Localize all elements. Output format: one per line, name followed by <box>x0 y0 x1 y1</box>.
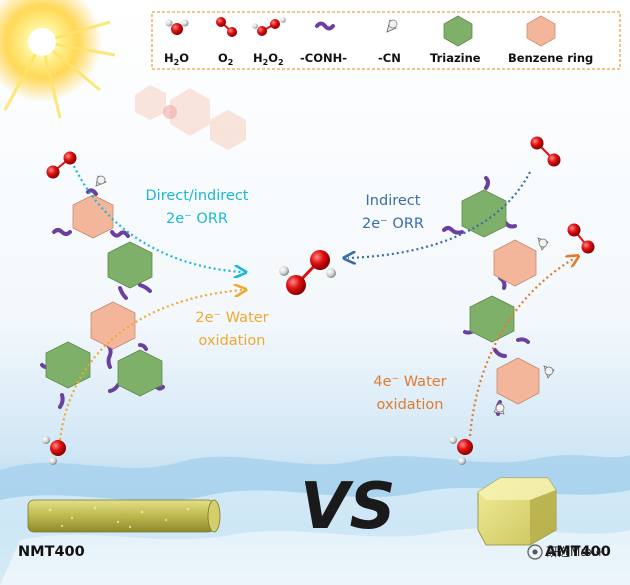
legend-label-o2: O2 <box>218 51 233 67</box>
h2o-molecule-right <box>449 436 473 465</box>
left-orr-label-line1: Direct/indirect <box>146 188 249 204</box>
vs-label: VS <box>300 470 396 544</box>
right-water-oxidation-line2: oxidation <box>377 397 444 413</box>
conh-linker-icon <box>315 21 335 31</box>
h2o2-molecule-center <box>279 250 336 295</box>
legend-label-cn: -CN <box>378 51 401 65</box>
right-orr-label-line2: 2e⁻ ORR <box>362 216 424 232</box>
legend-label-benzene: Benzene ring <box>508 51 593 65</box>
legend: H2O O2 H2O2 -CONH- -CN Triazine Benzene … <box>151 11 621 70</box>
watermark: 研选Max+ <box>527 544 605 560</box>
benzene-ring <box>90 301 136 350</box>
legend-label-h2o2: H2O2 <box>253 51 284 67</box>
triazine-icon <box>443 15 473 47</box>
watermark-text: 研选Max+ <box>546 545 605 559</box>
triazine-ring <box>461 189 507 238</box>
left-material-label: NMT400 <box>18 544 85 560</box>
benzene-ring <box>493 239 537 287</box>
left-water-oxidation-line2: oxidation <box>199 333 266 349</box>
arrow-right-orr <box>348 171 531 258</box>
o2-molecule-left <box>46 151 77 179</box>
watermark-logo-icon <box>527 544 543 560</box>
hydrogen-peroxide-icon <box>252 17 286 36</box>
o2-molecule-right-top <box>530 136 561 167</box>
legend-label-triazine: Triazine <box>430 51 481 65</box>
h2o-molecule-left <box>42 436 66 465</box>
benzene-ring <box>72 194 114 239</box>
arrow-right-water-oxidation <box>468 258 575 437</box>
triazine-ring <box>45 341 91 389</box>
cyano-group-icon <box>386 19 398 33</box>
right-orr-label-line1: Indirect <box>366 193 421 209</box>
arrow-left-orr <box>73 165 242 272</box>
right-material-label: AMT400 <box>545 544 611 560</box>
oxygen-molecule-icon <box>216 17 237 37</box>
triazine-ring <box>117 349 163 397</box>
right-water-oxidation-line1: 4e⁻ Water <box>373 374 446 390</box>
sun-icon <box>0 0 246 150</box>
benzene-ring <box>496 357 540 405</box>
o2-molecule-right-mid <box>567 223 595 254</box>
water-molecule-icon <box>165 19 189 35</box>
left-orr-label-line2: 2e⁻ ORR <box>166 211 228 227</box>
legend-label-conh: -CONH- <box>300 51 347 65</box>
arrow-left-water-oxidation <box>58 290 242 441</box>
triazine-ring <box>107 241 153 289</box>
amt400-block-image <box>477 477 557 546</box>
legend-label-h2o: H2O <box>164 51 189 67</box>
nmt400-rod-image <box>27 499 221 533</box>
left-water-oxidation-line1: 2e⁻ Water <box>195 310 268 326</box>
benzene-ring-icon <box>526 15 556 47</box>
left-framework <box>40 175 165 409</box>
